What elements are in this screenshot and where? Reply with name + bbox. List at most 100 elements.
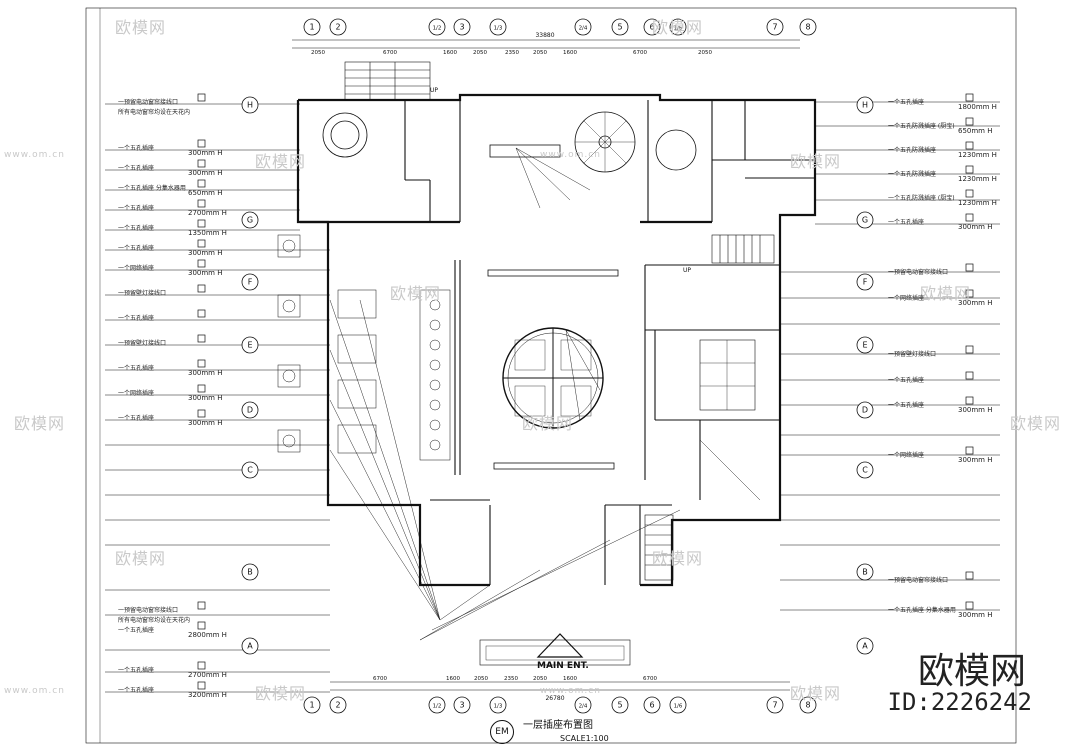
axis-bubble-row: E <box>856 336 874 354</box>
svg-text:2: 2 <box>335 23 340 32</box>
axis-bubble-bottom: 8 <box>799 696 817 714</box>
dimension-value: 6700 <box>373 676 387 682</box>
mount-height: 1230mm H <box>958 151 997 159</box>
left-note: 一个五孔插座 <box>118 415 155 422</box>
watermark: 欧模网 <box>652 549 704 568</box>
svg-text:1/3: 1/3 <box>494 26 503 32</box>
left-note: 一个五孔插座 <box>118 165 155 172</box>
meeting-table <box>699 339 756 411</box>
mount-height: 300mm H <box>188 169 223 177</box>
dimension-value: 1600 <box>446 676 460 682</box>
socket-symbol <box>197 409 206 418</box>
socket-symbol <box>197 239 206 248</box>
right-note: 一个五孔插座 <box>888 99 925 106</box>
socket-symbol <box>197 334 206 343</box>
mount-height: 300mm H <box>188 369 223 377</box>
svg-text:1: 1 <box>309 701 314 710</box>
socket-symbol <box>197 139 206 148</box>
svg-text:F: F <box>863 278 868 287</box>
right-note: 一个网络插座 <box>888 452 925 459</box>
svg-text:E: E <box>247 341 252 350</box>
axis-bubble-bottom: 3 <box>453 696 471 714</box>
right-note: 一预留壁灯接线口 <box>888 351 937 358</box>
right-note: 一个五孔防溅插座 <box>888 171 937 178</box>
socket-symbol <box>197 384 206 393</box>
svg-text:B: B <box>862 568 868 577</box>
right-note: 一个五孔防溅插座 <box>888 147 937 154</box>
left-note: 一个网络插座 <box>118 265 155 272</box>
total-bottom-dimension: 26780 <box>545 695 564 702</box>
left-note: 一个五孔插座 <box>118 365 155 372</box>
axis-bubble-top: 6 <box>643 18 661 36</box>
right-note: 一个五孔插座 <box>888 377 925 384</box>
stair-top-left <box>344 61 431 101</box>
axis-bubble-bottom: 1/2 <box>428 696 446 714</box>
left-note: 一个五孔插座 <box>118 225 155 232</box>
mount-height: 300mm H <box>188 394 223 402</box>
axis-bubble-bottom: 2 <box>329 696 347 714</box>
watermark: 欧模网 <box>115 549 167 568</box>
socket-symbol <box>965 189 974 198</box>
mount-height: 300mm H <box>188 419 223 427</box>
mount-height: 300mm H <box>958 406 993 414</box>
axis-bubble-top: 1/2 <box>428 18 446 36</box>
socket-symbol <box>197 621 206 630</box>
right-note: 一个五孔防溅插座 (厨宝) <box>888 195 955 202</box>
svg-text:2/4: 2/4 <box>579 704 588 710</box>
axis-bubble-row: H <box>241 96 259 114</box>
svg-text:7: 7 <box>772 23 777 32</box>
axis-bubble-bottom: 7 <box>766 696 784 714</box>
lounge-seating <box>277 234 451 461</box>
watermark: 欧模网 <box>790 152 842 171</box>
mount-height: 2700mm H <box>188 209 227 217</box>
mount-height: 300mm H <box>958 611 993 619</box>
mount-height: 2800mm H <box>188 631 227 639</box>
right-note: 一预留电动窗帘接线口 <box>888 269 949 276</box>
axis-bubble-top: 8 <box>799 18 817 36</box>
axis-bubble-row: G <box>856 211 874 229</box>
svg-text:D: D <box>247 406 253 415</box>
stair-bottom-right <box>644 514 674 581</box>
svg-text:2/4: 2/4 <box>579 26 588 32</box>
left-note: 一个五孔插座 <box>118 667 155 674</box>
mount-height: 1800mm H <box>958 103 997 111</box>
dimension-value: 6700 <box>633 50 647 56</box>
axis-bubble-bottom: 2/4 <box>574 696 592 714</box>
mount-height: 300mm H <box>188 249 223 257</box>
left-note: 一个五孔插座 <box>118 315 155 322</box>
svg-text:G: G <box>247 216 253 225</box>
dimension-value: 6700 <box>643 676 657 682</box>
svg-text:1: 1 <box>309 23 314 32</box>
left-note: 一个五孔插座 <box>118 245 155 252</box>
axis-bubble-top: 5 <box>611 18 629 36</box>
drawing-title: 一层插座布置图 <box>523 720 593 731</box>
sheet-border <box>85 7 1017 744</box>
svg-text:1/3: 1/3 <box>494 704 503 710</box>
svg-text:B: B <box>247 568 253 577</box>
right-note: 一个网络插座 <box>888 295 925 302</box>
axis-bubble-bottom: 6 <box>643 696 661 714</box>
socket-symbol <box>197 681 206 690</box>
top-counter <box>487 269 619 277</box>
watermark: 欧模网 <box>522 414 574 433</box>
svg-text:8: 8 <box>805 701 810 710</box>
watermark-url: www.om.cn <box>4 150 65 160</box>
socket-symbol <box>197 159 206 168</box>
svg-text:C: C <box>862 466 868 475</box>
axis-bubble-row: E <box>241 336 259 354</box>
axis-bubble-row: D <box>856 401 874 419</box>
svg-text:E: E <box>862 341 867 350</box>
dimension-value: 2050 <box>311 50 325 56</box>
watermark: 欧模网 <box>255 152 307 171</box>
brand-logo: 欧模网 <box>917 651 1026 692</box>
dimension-value: 2050 <box>474 676 488 682</box>
drawing-tag: EM <box>490 720 514 744</box>
svg-text:A: A <box>247 642 253 651</box>
axis-bubble-row: C <box>856 461 874 479</box>
dimension-value: 2050 <box>698 50 712 56</box>
axis-bubble-top: 1 <box>303 18 321 36</box>
axis-bubble-row: F <box>856 273 874 291</box>
